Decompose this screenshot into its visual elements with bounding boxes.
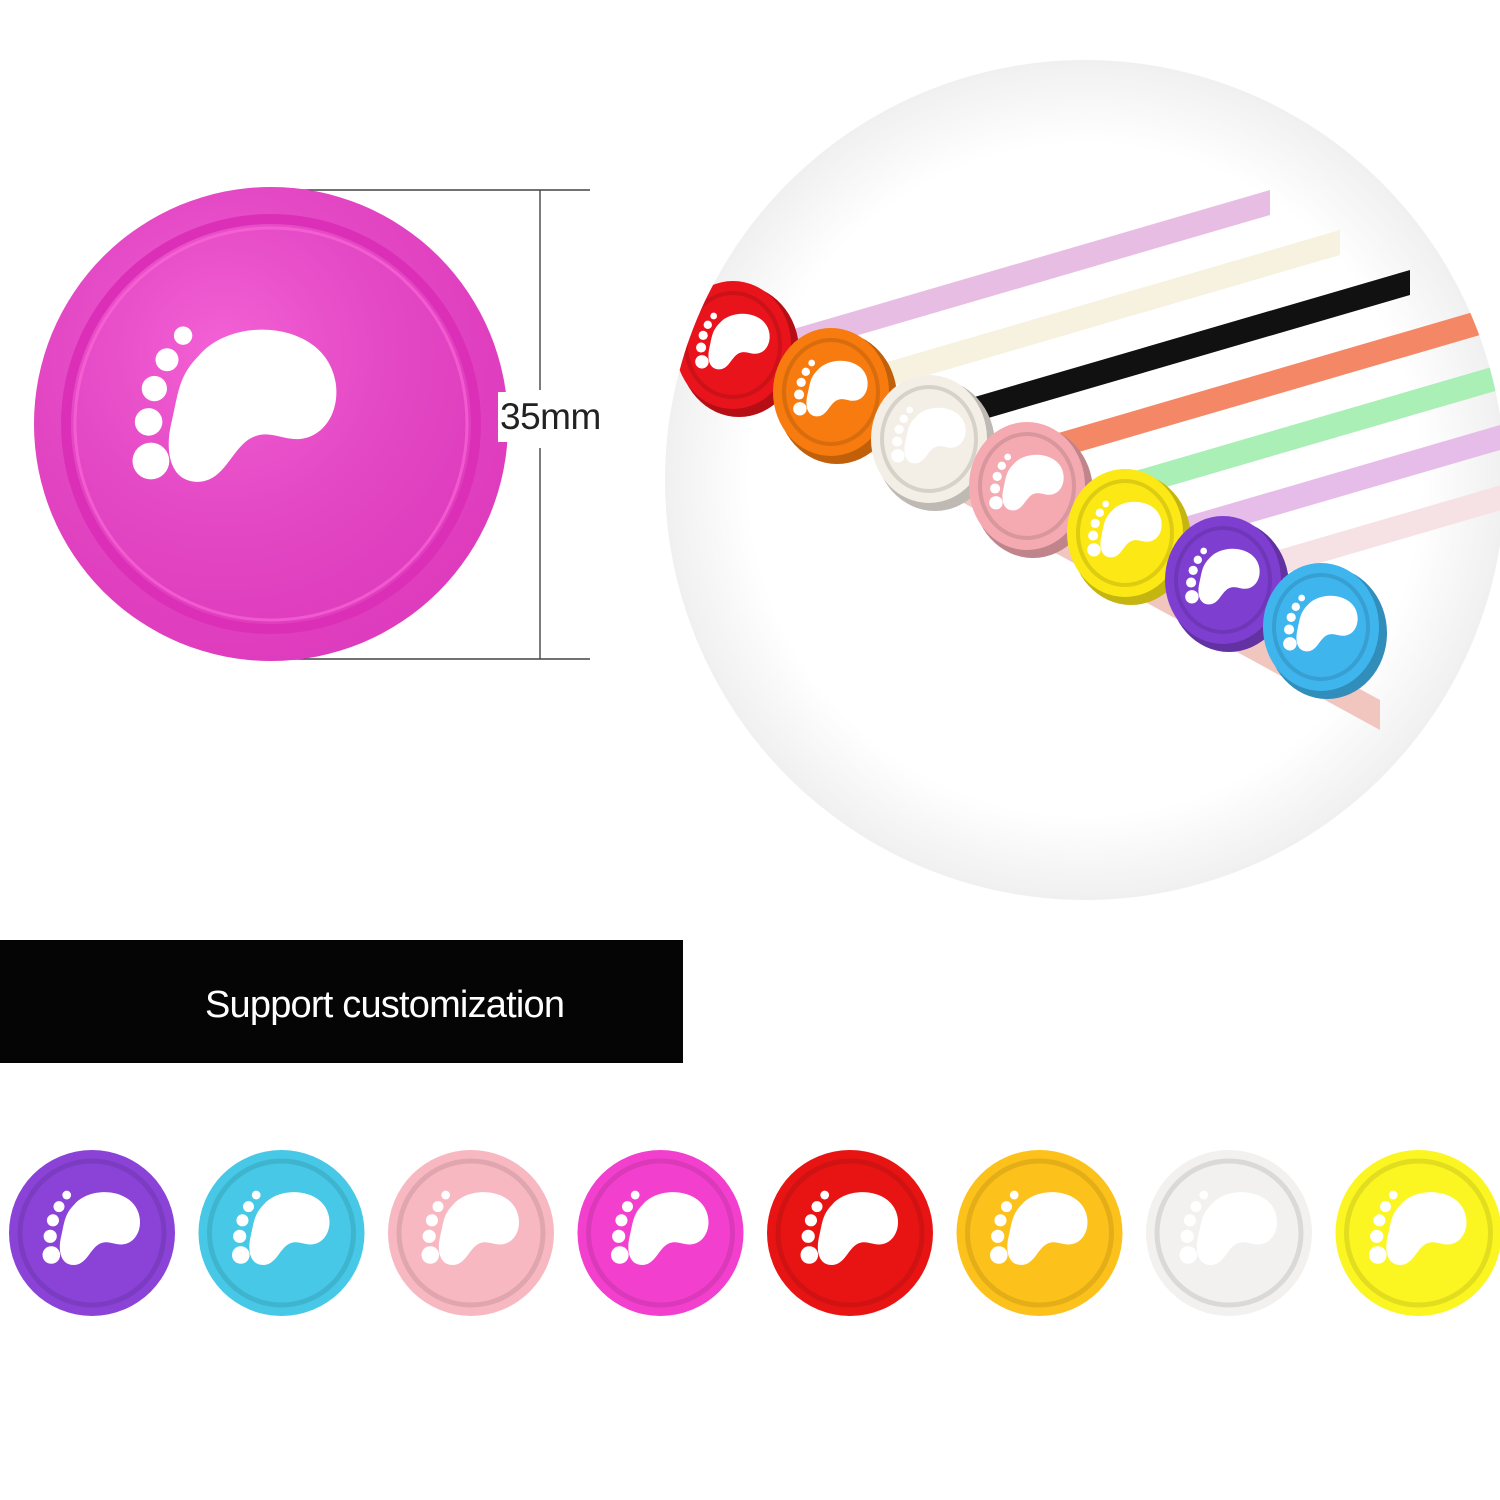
binder-disc [969,422,1093,558]
paper-strip [1000,310,1480,475]
binder-disc [675,281,799,417]
color-swatch-row [9,1150,1500,1316]
paper-strip [860,230,1340,395]
binder-disc [773,328,897,464]
binder-disc [1067,469,1191,605]
swatch-sky-blue [198,1150,365,1316]
swatch-yellow [1335,1150,1500,1316]
binder-disc [871,375,995,511]
paper-strip [1070,350,1500,515]
swatch-orange-yellow [956,1150,1123,1316]
swatch-magenta [577,1150,744,1316]
swatch-light-pink [388,1150,554,1316]
paper-strip [790,190,1270,355]
binder-disc [1165,516,1289,652]
banner-text: Support customization [205,984,565,1026]
dimension-guide [262,189,590,660]
swatch-white [1146,1150,1312,1316]
swatch-red [767,1150,933,1316]
paper-strip [930,270,1410,435]
hero-disc [34,187,508,661]
swatch-purple [9,1150,175,1316]
dimension-label: 35mm [498,392,603,442]
paper-strip [1140,390,1500,555]
binder-photo [665,60,1500,900]
paper-strip [1210,430,1500,595]
binder-disc [1263,563,1387,699]
product-hero-figure [34,60,1500,900]
customization-banner: Support customization [0,940,683,1063]
